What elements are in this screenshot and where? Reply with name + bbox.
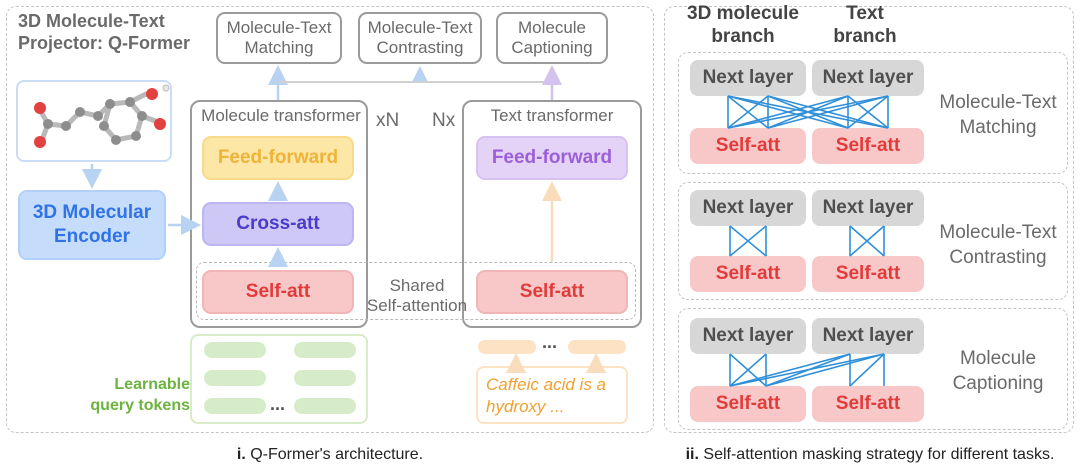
caption-i-bold: i. [236, 446, 246, 463]
feed-forward-text: Feed-forward [476, 136, 628, 180]
captioning-task-label: Molecule Captioning [926, 346, 1070, 396]
molecule-branch-header: 3D molecule branch [678, 2, 808, 48]
caption-ii-text: Self-attention masking strategy for diff… [703, 446, 1055, 463]
text-branch-header: Text branch [810, 2, 920, 48]
task-captioning-line2: Captioning [511, 38, 593, 57]
task3-line2: Captioning [952, 373, 1044, 394]
encoder-line2: Encoder [53, 226, 130, 247]
self-att-molecule: Self-att [690, 128, 806, 164]
task1-line2: Matching [959, 117, 1037, 138]
right-panel-frame [664, 6, 1074, 433]
query-tokens-frame [190, 334, 368, 424]
query-line1: Learnable [114, 376, 190, 393]
shared-self-attention-frame [196, 262, 636, 320]
caption-i: i. Q-Former's architecture. [200, 446, 460, 464]
caffeic-acid-molecule-image [34, 84, 170, 148]
molecule-transformer-frame [190, 100, 368, 328]
matching-section [678, 52, 1068, 174]
task1-line1: Molecule-Text [939, 92, 1057, 113]
molecule-transformer-label: Molecule transformer [201, 106, 361, 125]
self-att-text: Self-att [476, 270, 628, 314]
task2-line2: Contrasting [949, 247, 1047, 268]
caption-input-line2: hydroxy ... [486, 397, 565, 416]
self-att-text: Self-att [812, 256, 924, 292]
next-layer-molecule: Next layer [690, 318, 806, 354]
caption-ii: ii. Self-attention masking strategy for … [664, 446, 1076, 464]
branch2-line1: Text [846, 3, 884, 24]
contrasting-task-label: Molecule-Text Contrasting [926, 220, 1070, 270]
task-contrasting-line2: Contrasting [376, 38, 464, 57]
self-att-text: Self-att [812, 128, 924, 164]
encoder-line1: 3D Molecular [32, 202, 152, 223]
next-layer-molecule: Next layer [690, 60, 806, 96]
next-layer-molecule: Next layer [690, 190, 806, 226]
shared-line2: Self-attention [366, 296, 468, 315]
query-token [204, 398, 266, 414]
caption-i-text: Q-Former's architecture. [250, 446, 424, 463]
caption-input-box: Caffeic acid is a hydroxy ... [476, 366, 628, 424]
text-transformer-frame [462, 100, 642, 328]
self-att-molecule: Self-att [690, 256, 806, 292]
task2-line1: Molecule-Text [939, 222, 1057, 243]
qformer-title-line2: Projector: Q-Former [18, 33, 191, 53]
branch2-line2: branch [833, 26, 897, 47]
matching-task-label: Molecule-Text Matching [926, 90, 1070, 140]
shared-line1: Shared [389, 276, 445, 295]
next-layer-text: Next layer [812, 190, 924, 226]
task-matching-line1: Molecule-Text [226, 18, 332, 37]
query-line2: query tokens [90, 397, 190, 414]
text-transformer-label: Text transformer [490, 106, 614, 125]
task3-line1: Molecule [959, 348, 1037, 369]
qformer-title: 3D Molecule-Text Projector: Q-Former [18, 10, 190, 54]
next-layer-text: Next layer [812, 318, 924, 354]
query-token [294, 370, 356, 386]
self-att-molecule: Self-att [690, 386, 806, 422]
caption-ii-bold: ii. [685, 446, 699, 463]
xN-label: xN [376, 110, 400, 131]
query-token [294, 398, 356, 414]
feed-forward-molecule: Feed-forward [202, 136, 354, 180]
Nx-label: Nx [432, 110, 456, 131]
shared-self-attention-label: Shared Self-attention [360, 276, 474, 316]
cross-att-block: Cross-att [202, 202, 354, 246]
text-token [568, 340, 626, 354]
task-contrasting-line1: Molecule-Text [367, 18, 473, 37]
caption-input-line1: Caffeic acid is a [486, 375, 606, 394]
query-ellipsis: ... [270, 394, 286, 414]
next-layer-text: Next layer [812, 60, 924, 96]
qformer-title-line1: 3D Molecule-Text [18, 11, 165, 31]
left-panel-frame [6, 6, 654, 433]
query-token [204, 342, 266, 358]
learnable-query-tokens-label: Learnable query tokens [60, 374, 190, 416]
task-matching-line2: Matching [244, 38, 314, 57]
task-captioning-line1: Molecule [517, 18, 587, 37]
captioning-section [678, 308, 1068, 430]
text-token-ellipsis: ... [542, 332, 558, 352]
contrasting-section [678, 182, 1068, 300]
self-att-molecule: Self-att [202, 270, 354, 314]
query-token [294, 342, 356, 358]
molecule-image-box [16, 80, 172, 162]
text-token [478, 340, 536, 354]
self-att-text: Self-att [812, 386, 924, 422]
branch1-line2: branch [711, 26, 775, 47]
branch1-line1: 3D molecule [687, 3, 799, 24]
query-token [204, 370, 266, 386]
